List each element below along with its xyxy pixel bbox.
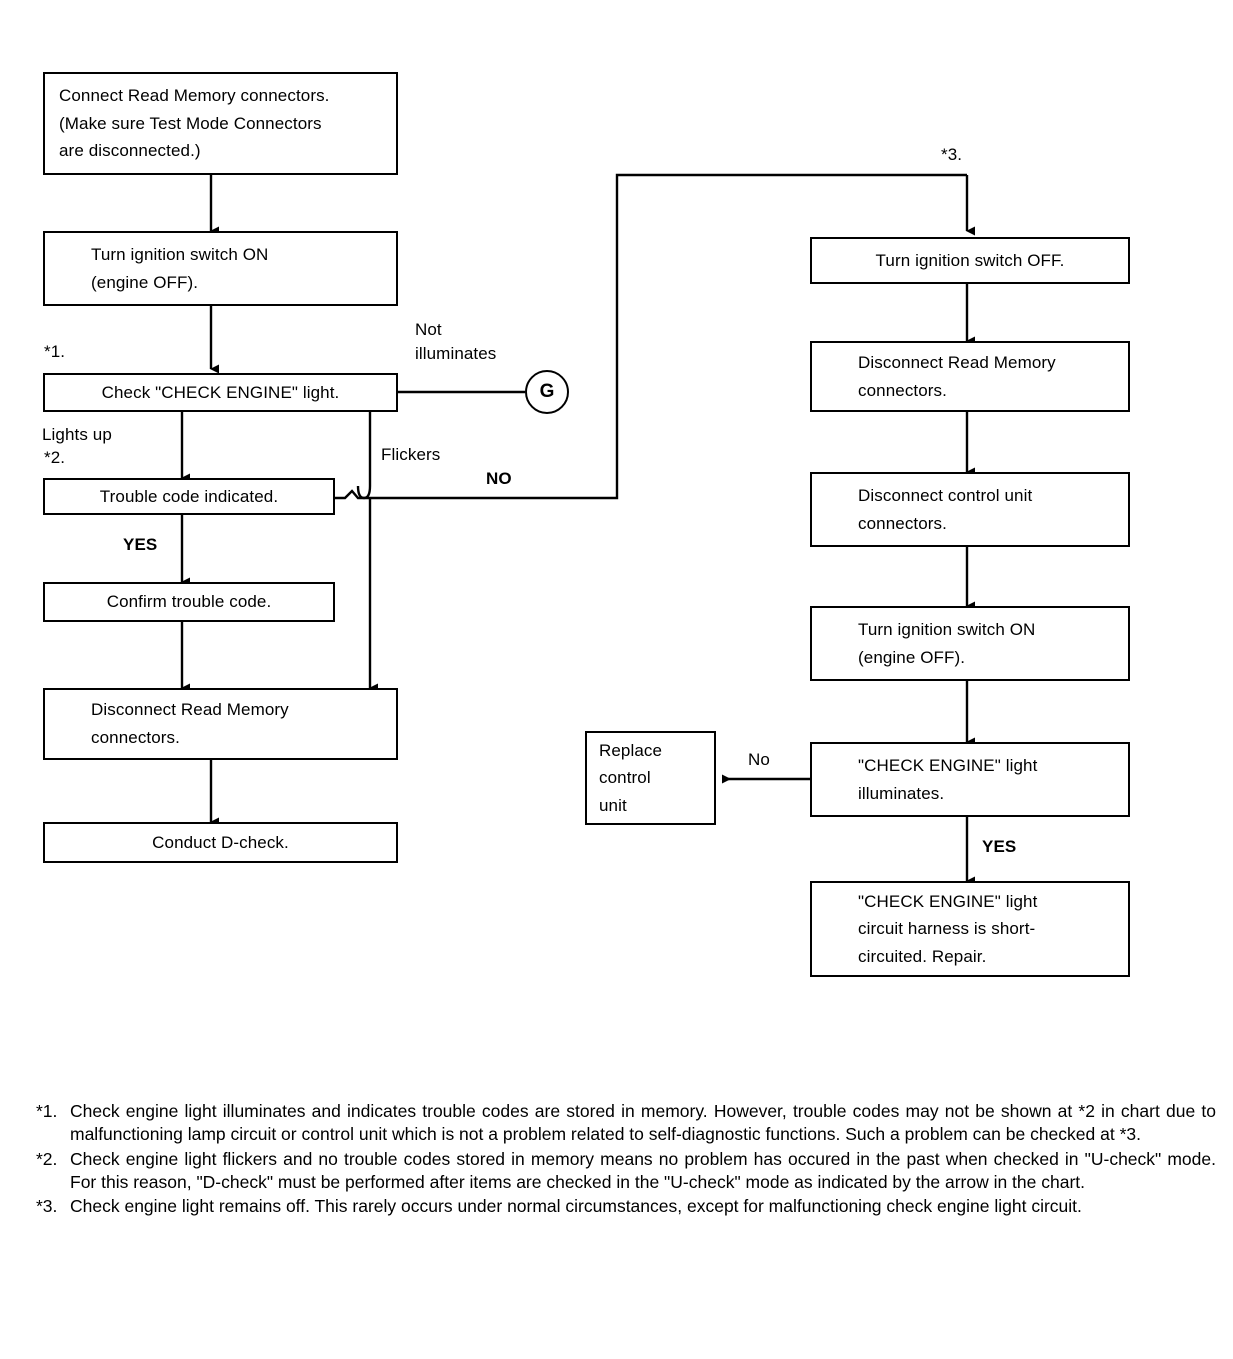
- marker-star-2: *2.: [44, 448, 66, 467]
- footnote-item: *3. Check engine light remains off. This…: [36, 1195, 1216, 1218]
- footnote-tag: *1.: [36, 1101, 58, 1121]
- marker-star-1: *1.: [44, 342, 66, 361]
- edge-label-not-illuminates: Not illuminates: [415, 320, 497, 364]
- edge-label-yes-right: YES: [982, 837, 1017, 856]
- node-disconnect-control-unit: Disconnect control unit connectors.: [810, 472, 1130, 547]
- node-harness-short-circuited: "CHECK ENGINE" light circuit harness is …: [810, 881, 1130, 977]
- footnote-item: *1. Check engine light illuminates and i…: [36, 1100, 1216, 1147]
- node-ignition-on-right: Turn ignition switch ON (engine OFF).: [810, 606, 1130, 681]
- edge-label-lights-up: Lights up: [42, 425, 112, 444]
- marker-star-3: *3.: [941, 145, 963, 164]
- footnote-tag: *2.: [36, 1148, 58, 1169]
- node-disconnect-read-memory-right: Disconnect Read Memory connectors.: [810, 341, 1130, 412]
- node-replace-control-unit: Replace control unit: [585, 731, 716, 825]
- edge-label-yes-left: YES: [123, 535, 158, 554]
- node-disconnect-read-memory-left: Disconnect Read Memory connectors.: [43, 688, 398, 760]
- footnote-text: Check engine light illuminates and indic…: [70, 1101, 1216, 1145]
- node-check-engine-illuminates: "CHECK ENGINE" light illuminates.: [810, 742, 1130, 817]
- connector-g-circle: G: [525, 370, 569, 414]
- edge-label-no-upper: NO: [486, 469, 512, 488]
- node-trouble-code-indicated: Trouble code indicated.: [43, 478, 335, 515]
- node-ignition-off-right: Turn ignition switch OFF.: [810, 237, 1130, 284]
- footnote-tag: *3.: [36, 1196, 58, 1217]
- node-connect-read-memory: Connect Read Memory connectors. (Make su…: [43, 72, 398, 175]
- footnote-text: Check engine light flickers and no troub…: [70, 1148, 1216, 1192]
- node-ignition-on-left: Turn ignition switch ON (engine OFF).: [43, 231, 398, 306]
- node-check-engine-light: Check "CHECK ENGINE" light.: [43, 373, 398, 412]
- edge-label-no-right: No: [748, 750, 770, 769]
- node-conduct-d-check: Conduct D-check.: [43, 822, 398, 863]
- node-confirm-trouble-code: Confirm trouble code.: [43, 582, 335, 622]
- footnote-text: Check engine light remains off. This rar…: [70, 1196, 1082, 1217]
- footnotes-block: *1. Check engine light illuminates and i…: [36, 1100, 1216, 1219]
- footnote-item: *2. Check engine light flickers and no t…: [36, 1148, 1216, 1195]
- edge-label-flickers: Flickers: [381, 445, 441, 464]
